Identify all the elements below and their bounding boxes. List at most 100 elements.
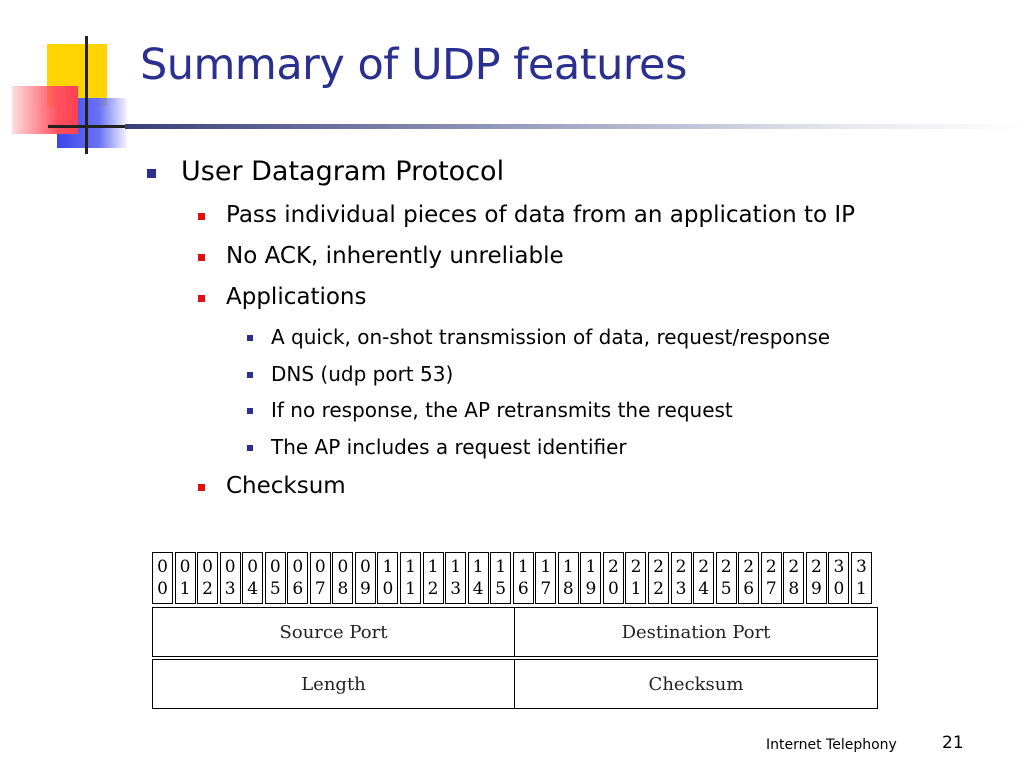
bit-digit: 1	[856, 579, 867, 599]
bullet-text: User Datagram Protocol	[181, 156, 505, 187]
bit-digit: 1	[179, 579, 191, 599]
footer-text: Internet Telephony	[766, 737, 897, 753]
bullet-square-icon	[247, 335, 253, 341]
bit-digit: 0	[179, 557, 191, 577]
bit-digit: 3	[224, 579, 236, 599]
bullet-checksum: Checksum	[198, 473, 346, 499]
title-underline	[125, 124, 1024, 129]
bit-digit: 3	[833, 557, 845, 577]
bullet-square-icon	[247, 408, 253, 414]
bit-digit: 4	[472, 579, 484, 599]
slide-title: Summary of UDP features	[140, 40, 687, 90]
decor-vertical-line	[85, 36, 88, 154]
bullet-text: Checksum	[226, 473, 346, 499]
bit-digit: 0	[382, 579, 394, 599]
bullet-square-icon	[198, 213, 205, 220]
checksum-field: Checksum	[515, 659, 878, 709]
bit-digit: 9	[360, 579, 371, 599]
bit-digit: 0	[833, 579, 845, 599]
bit-digit: 1	[382, 557, 394, 577]
bit-digit: 1	[427, 557, 439, 577]
bit-digit: 0	[608, 579, 619, 599]
bit-digit: 9	[810, 579, 822, 599]
bullet-square-icon	[247, 372, 253, 378]
bit-digit: 1	[585, 557, 597, 577]
bit-digit: 1	[540, 557, 552, 577]
bit-digit: 2	[608, 557, 619, 577]
bullet-text: Applications	[226, 284, 367, 310]
bullet-text: No ACK, inherently unreliable	[226, 243, 564, 269]
bit-digit: 1	[472, 557, 484, 577]
bullet-app-item: A quick, on-shot transmission of data, r…	[247, 325, 830, 349]
bullet-square-icon	[147, 169, 156, 178]
bit-digit: 0	[157, 579, 168, 599]
bullet-square-icon	[198, 295, 205, 302]
bit-digit: 0	[360, 557, 371, 577]
bit-digit: 2	[630, 557, 642, 577]
bit-digit: 1	[450, 557, 462, 577]
bit-digit: 2	[765, 557, 777, 577]
header-row: Source Port Destination Port	[152, 607, 878, 657]
bullet-text: If no response, the AP retransmits the r…	[271, 398, 733, 422]
bit-digit: 2	[788, 557, 800, 577]
bit-digit: 2	[653, 579, 664, 599]
bullet-user-datagram-protocol: User Datagram Protocol	[147, 156, 505, 187]
bit-digit: 0	[337, 557, 349, 577]
bit-digit: 1	[405, 579, 416, 599]
bit-digit: 3	[450, 579, 462, 599]
bit-digit: 2	[202, 579, 213, 599]
bit-digit: 7	[765, 579, 777, 599]
bit-digit: 7	[314, 579, 326, 599]
bit-digit: 8	[562, 579, 574, 599]
bit-digit: 2	[675, 557, 687, 577]
bullet-square-icon	[198, 254, 205, 261]
bit-digit: 6	[743, 579, 755, 599]
bit-digit: 4	[698, 579, 710, 599]
bit-digit: 2	[653, 557, 664, 577]
bullet-app-item: The AP includes a request identifier	[247, 435, 627, 459]
bit-digit: 0	[292, 557, 304, 577]
header-row: Length Checksum	[152, 659, 878, 709]
bit-digit: 3	[856, 557, 867, 577]
destination-port-field: Destination Port	[515, 607, 878, 657]
bullet-text: The AP includes a request identifier	[271, 435, 627, 459]
bit-digit: 0	[269, 557, 281, 577]
page-number: 21	[942, 733, 964, 753]
bit-digit: 1	[630, 579, 642, 599]
bit-digit: 1	[405, 557, 416, 577]
bit-digit: 3	[675, 579, 687, 599]
bullet-app-item: DNS (udp port 53)	[247, 362, 453, 386]
bullet-applications: Applications	[198, 284, 367, 310]
bit-digit: 8	[337, 579, 349, 599]
bullet-app-item: If no response, the AP retransmits the r…	[247, 398, 733, 422]
bit-digit: 5	[720, 579, 732, 599]
bit-digit: 2	[810, 557, 822, 577]
bit-digit: 2	[720, 557, 732, 577]
bit-digit: 5	[269, 579, 281, 599]
bullet-pass-data: Pass individual pieces of data from an a…	[198, 202, 855, 228]
bit-digit: 6	[292, 579, 304, 599]
